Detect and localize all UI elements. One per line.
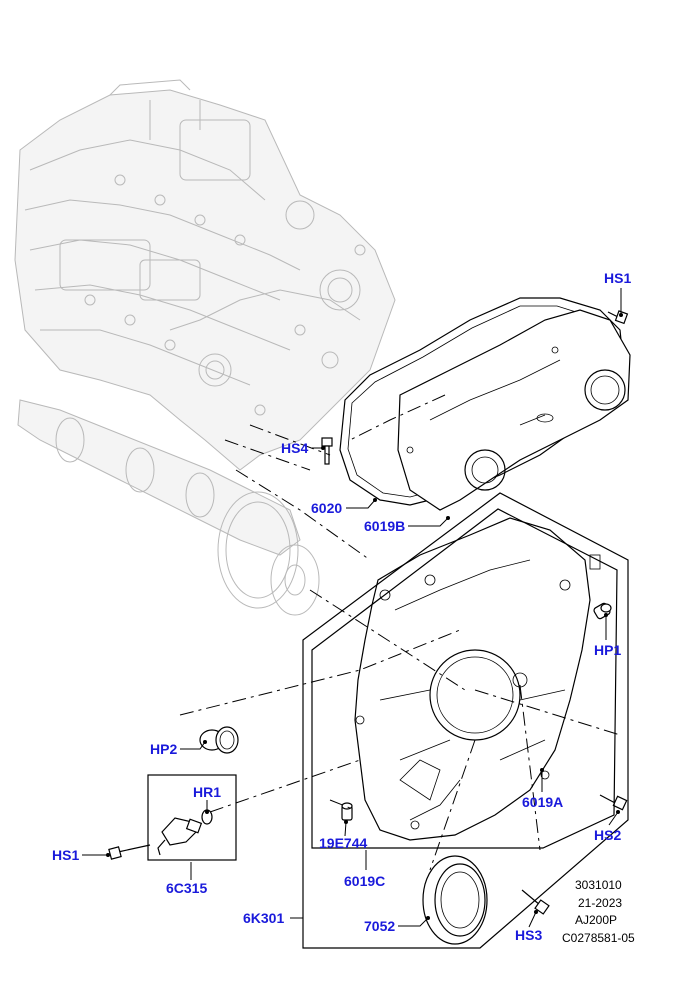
dowel-hp1	[593, 602, 612, 620]
label-hs4: HS4	[281, 440, 308, 456]
label-hp2: HP2	[150, 741, 177, 757]
bolt-hs4	[321, 437, 333, 465]
kit-outline-6c315	[147, 774, 237, 861]
seal-7052	[422, 855, 488, 945]
plug-hp2	[199, 726, 239, 754]
kit-outline-6019c	[311, 508, 618, 849]
label-hs2: HS2	[594, 827, 621, 843]
crankshaft-ghost	[17, 399, 320, 616]
bolt-hs1-left	[108, 844, 151, 860]
ref-line-3: AJ200P	[575, 913, 617, 927]
bolt-hs3	[521, 889, 550, 915]
label-hs1-left: HS1	[52, 847, 79, 863]
timing-cover-6019a	[354, 517, 601, 841]
kit-outline-6k301	[302, 492, 629, 949]
label-6020: 6020	[311, 500, 342, 516]
label-hp1: HP1	[594, 642, 621, 658]
label-6c315: 6C315	[166, 880, 207, 896]
label-6019b: 6019B	[364, 518, 405, 534]
label-6019a: 6019A	[522, 794, 563, 810]
label-6019c: 6019C	[344, 873, 385, 889]
ref-line-1: 3031010	[575, 878, 622, 892]
label-hr1: HR1	[193, 784, 221, 800]
sensor-6c315	[157, 817, 203, 856]
label-19e744: 19E744	[319, 835, 367, 851]
stud-19e744	[341, 802, 353, 821]
label-7052: 7052	[364, 918, 395, 934]
label-6k301: 6K301	[243, 910, 284, 926]
front-cover-6019b	[397, 309, 631, 511]
bolt-hs1-top	[607, 310, 629, 325]
leader-lines	[82, 288, 623, 928]
reference-block: 3031010 21-2023 AJ200P C0278581-05	[562, 878, 635, 945]
ref-line-2: 21-2023	[578, 896, 622, 910]
label-hs1-top: HS1	[604, 270, 631, 286]
ref-line-4: C0278581-05	[562, 931, 635, 945]
engine-block-ghost	[14, 79, 396, 471]
bolt-hs2	[599, 794, 628, 811]
label-hs3: HS3	[515, 927, 542, 943]
assembly-centerlines	[179, 394, 621, 871]
